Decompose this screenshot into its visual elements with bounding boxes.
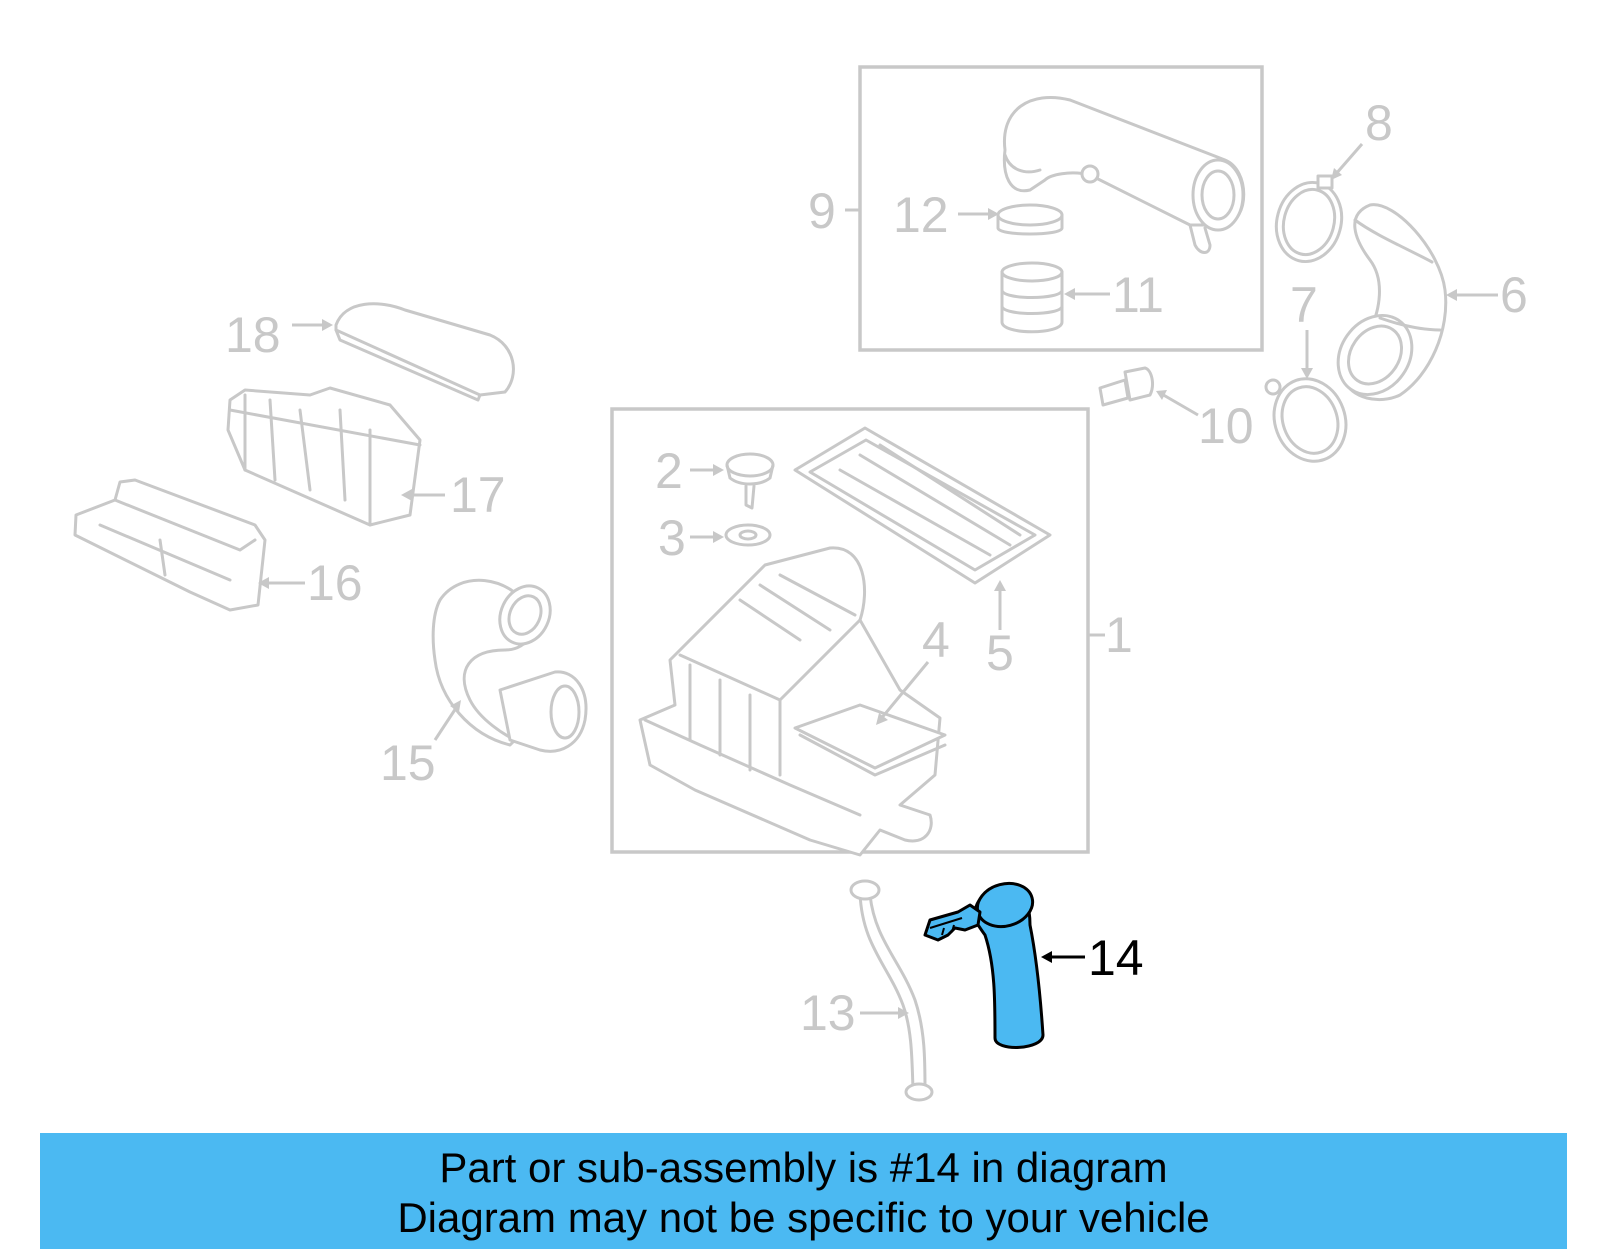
callout-11: 11 bbox=[1112, 267, 1164, 323]
part-17-duct bbox=[226, 386, 422, 527]
leader-4 bbox=[878, 661, 930, 721]
part-14-hose-highlighted[interactable] bbox=[923, 877, 1045, 1049]
part-4-filter bbox=[793, 703, 947, 777]
part-1-airbox bbox=[638, 546, 942, 857]
callout-6: 6 bbox=[1500, 267, 1528, 323]
part-2-screw bbox=[725, 452, 775, 510]
leader-14-arrowhead bbox=[1041, 951, 1052, 963]
callout-17: 17 bbox=[450, 467, 506, 523]
part-7-clamp bbox=[1264, 377, 1348, 463]
part-15-hose bbox=[431, 578, 588, 753]
part-11-sleeve bbox=[1000, 261, 1064, 334]
part-10-bolt bbox=[1098, 366, 1154, 407]
callout-13: 13 bbox=[800, 985, 856, 1041]
callout-18: 18 bbox=[225, 307, 281, 363]
callout-15: 15 bbox=[380, 735, 436, 791]
banner-line-2: Diagram may not be specific to your vehi… bbox=[397, 1194, 1210, 1241]
part-6-hose bbox=[1336, 203, 1448, 402]
callout-10: 10 bbox=[1198, 398, 1254, 454]
part-12-ring bbox=[996, 203, 1064, 236]
part-16-duct bbox=[73, 478, 267, 612]
leader-8 bbox=[1333, 143, 1364, 176]
callout-3: 3 bbox=[658, 510, 686, 566]
banner-line-1: Part or sub-assembly is #14 in diagram bbox=[439, 1144, 1168, 1191]
parts-diagram: 18 17 16 15 2 3 4 5 1 9 12 11 8 7 6 10 1… bbox=[73, 65, 1528, 1102]
callout-7: 7 bbox=[1290, 277, 1318, 333]
part-18-cover bbox=[334, 302, 515, 402]
leader-15 bbox=[433, 704, 460, 741]
leader-arrowheads bbox=[258, 168, 1457, 1019]
callout-1: 1 bbox=[1105, 607, 1133, 663]
callout-2: 2 bbox=[655, 443, 683, 499]
callout-4: 4 bbox=[922, 612, 950, 668]
part-13-tube bbox=[849, 879, 934, 1102]
part-3-washer bbox=[724, 523, 772, 547]
callout-16: 16 bbox=[307, 555, 363, 611]
part-8-clamp bbox=[1274, 174, 1344, 264]
part-upper-duct bbox=[1002, 95, 1246, 254]
callout-5: 5 bbox=[986, 625, 1014, 681]
part-14-clip bbox=[923, 903, 982, 942]
callout-9: 9 bbox=[808, 183, 836, 239]
callout-12: 12 bbox=[893, 187, 949, 243]
leader-10 bbox=[1159, 391, 1199, 417]
callout-14[interactable]: 14 bbox=[1088, 930, 1144, 986]
part-5-filter-cover bbox=[793, 426, 1052, 585]
info-banner: Part or sub-assembly is #14 in diagram D… bbox=[40, 1133, 1567, 1249]
callout-8: 8 bbox=[1365, 95, 1393, 151]
